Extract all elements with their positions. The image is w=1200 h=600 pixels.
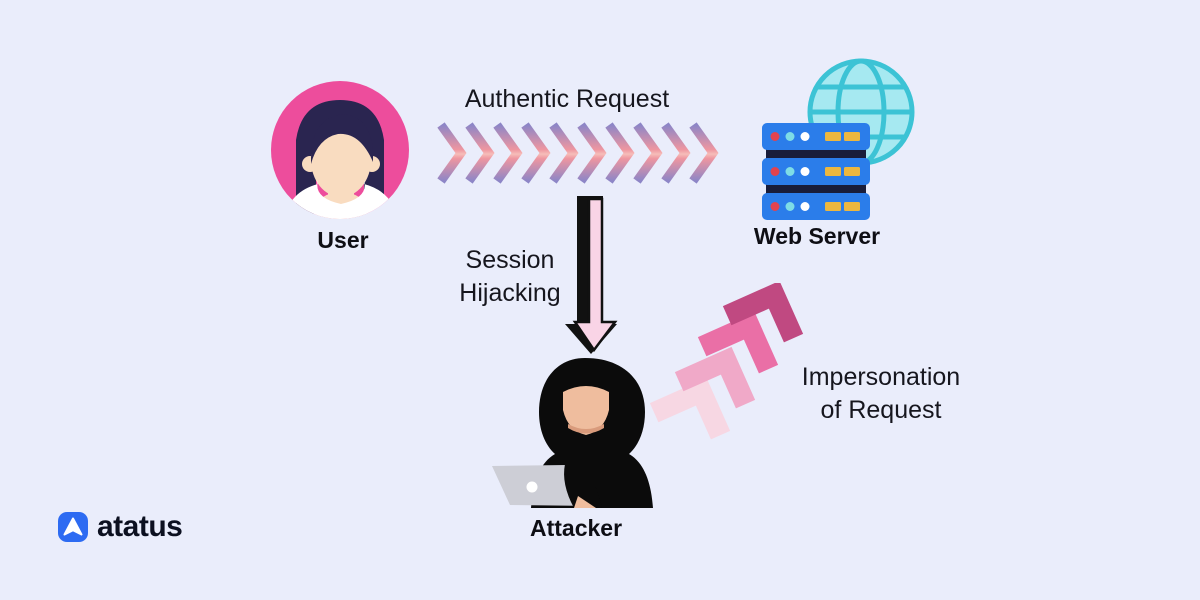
hooded-hacker-icon <box>492 358 653 508</box>
impersonation-request-label: Impersonation of Request <box>801 363 961 424</box>
atatus-logo: atatus <box>58 510 183 543</box>
brand-wordmark: atatus <box>97 510 183 543</box>
authentic-request-label: Authentic Request <box>464 85 670 113</box>
atatus-arrow-icon <box>58 512 88 542</box>
attacker-node-label: Attacker <box>529 515 623 541</box>
web-server-node-label: Web Server <box>753 223 881 249</box>
authentic-request-chevrons-icon <box>437 122 719 184</box>
session-hijacking-down-arrow-icon <box>565 196 618 354</box>
user-node-label: User <box>317 227 369 253</box>
session-hijacking-label: Session Hijacking <box>459 246 561 307</box>
server-stack-globe-icon <box>762 58 915 220</box>
woman-avatar-icon <box>271 81 409 219</box>
impersonation-chevrons-icon <box>649 283 804 440</box>
